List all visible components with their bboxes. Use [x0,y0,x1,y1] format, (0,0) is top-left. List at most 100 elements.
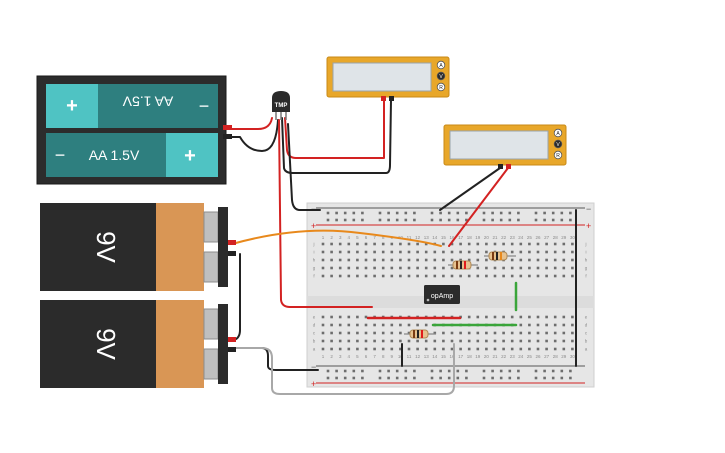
multimeter-1-mode-a[interactable] [436,60,446,70]
rail-hole[interactable] [395,369,399,373]
terminal-hole[interactable] [476,339,480,343]
terminal-hole[interactable] [553,250,557,254]
terminal-hole[interactable] [356,250,359,254]
rail-hole[interactable] [439,376,442,380]
terminal-hole[interactable] [373,242,376,246]
terminal-hole[interactable] [502,347,505,351]
terminal-hole[interactable] [356,315,359,319]
terminal-hole[interactable] [390,331,394,335]
terminal-hole[interactable] [356,258,359,262]
terminal-hole[interactable] [373,323,376,327]
battery-9v-bottom[interactable]: 9V [40,300,236,388]
terminal-hole[interactable] [390,347,394,351]
terminal-hole[interactable] [416,242,419,246]
terminal-hole[interactable] [407,258,411,262]
rail-hole[interactable] [508,376,512,380]
terminal-hole[interactable] [528,258,531,262]
terminal-hole[interactable] [553,347,557,351]
rail-hole[interactable] [387,211,390,215]
rail-hole[interactable] [517,211,520,215]
terminal-hole[interactable] [416,274,419,278]
rail-hole[interactable] [534,376,538,380]
rail-hole[interactable] [378,211,382,215]
terminal-hole[interactable] [562,242,566,246]
wire-tmp-ground-to-rail[interactable] [287,123,321,211]
terminal-hole[interactable] [390,339,394,343]
terminal-hole[interactable] [442,347,445,351]
multimeter-1-mode-v[interactable] [436,71,446,81]
terminal-hole[interactable] [356,266,359,270]
terminal-hole[interactable] [536,266,540,270]
terminal-hole[interactable] [442,339,445,343]
terminal-hole[interactable] [364,323,368,327]
terminal-hole[interactable] [510,315,514,319]
terminal-hole[interactable] [562,339,566,343]
terminal-hole[interactable] [338,258,342,262]
terminal-hole[interactable] [450,347,454,351]
rail-hole[interactable] [387,376,390,380]
terminal-hole[interactable] [502,315,505,319]
terminal-hole[interactable] [424,266,428,270]
rail-hole[interactable] [560,369,564,373]
terminal-hole[interactable] [321,266,325,270]
terminal-hole[interactable] [510,274,514,278]
wire-aa-positive-to-tmp[interactable] [227,117,273,130]
terminal-hole[interactable] [433,339,437,343]
terminal-hole[interactable] [321,323,325,327]
terminal-hole[interactable] [485,274,488,278]
terminal-hole[interactable] [528,315,531,319]
multimeter-2-mode-v[interactable] [553,139,563,149]
rail-hole[interactable] [395,218,399,222]
terminal-hole[interactable] [476,331,480,335]
terminal-hole[interactable] [433,266,437,270]
terminal-hole[interactable] [476,274,480,278]
rail-hole[interactable] [499,369,503,373]
terminal-hole[interactable] [399,331,402,335]
rail-hole[interactable] [517,218,520,222]
wires[interactable] [227,99,577,395]
terminal-hole[interactable] [321,250,325,254]
terminal-hole[interactable] [338,331,342,335]
terminal-hole[interactable] [545,266,548,270]
rail-hole[interactable] [352,376,356,380]
terminal-hole[interactable] [330,274,333,278]
terminal-hole[interactable] [424,323,428,327]
terminal-hole[interactable] [459,250,462,254]
rail-hole[interactable] [447,218,451,222]
terminal-hole[interactable] [562,266,566,270]
terminal-hole[interactable] [467,339,471,343]
terminal-hole[interactable] [407,266,411,270]
rail-hole[interactable] [456,211,460,215]
rail-hole[interactable] [569,376,572,380]
terminal-hole[interactable] [545,315,548,319]
rail-hole[interactable] [482,369,486,373]
terminal-hole[interactable] [467,315,471,319]
rail-hole[interactable] [560,218,564,222]
terminal-hole[interactable] [347,242,351,246]
terminal-hole[interactable] [528,323,531,327]
terminal-hole[interactable] [399,266,402,270]
terminal-hole[interactable] [562,315,566,319]
rail-hole[interactable] [543,218,546,222]
terminal-hole[interactable] [519,250,523,254]
terminal-hole[interactable] [493,339,497,343]
terminal-hole[interactable] [510,242,514,246]
rail-hole[interactable] [361,211,364,215]
rail-hole[interactable] [482,218,486,222]
multimeter-2-mode-a[interactable] [553,128,563,138]
terminal-hole[interactable] [321,347,325,351]
terminal-hole[interactable] [364,250,368,254]
battery-9v-bottom-negative-terminal[interactable] [228,347,236,352]
terminal-hole[interactable] [416,323,419,327]
terminal-hole[interactable] [571,274,574,278]
terminal-hole[interactable] [502,331,505,335]
terminal-hole[interactable] [562,250,566,254]
rail-hole[interactable] [508,211,512,215]
rail-hole[interactable] [343,369,347,373]
rail-hole[interactable] [482,211,486,215]
terminal-hole[interactable] [571,339,574,343]
breadboard-holes[interactable] [321,211,574,380]
terminal-hole[interactable] [338,242,342,246]
terminal-hole[interactable] [338,266,342,270]
terminal-hole[interactable] [416,347,419,351]
